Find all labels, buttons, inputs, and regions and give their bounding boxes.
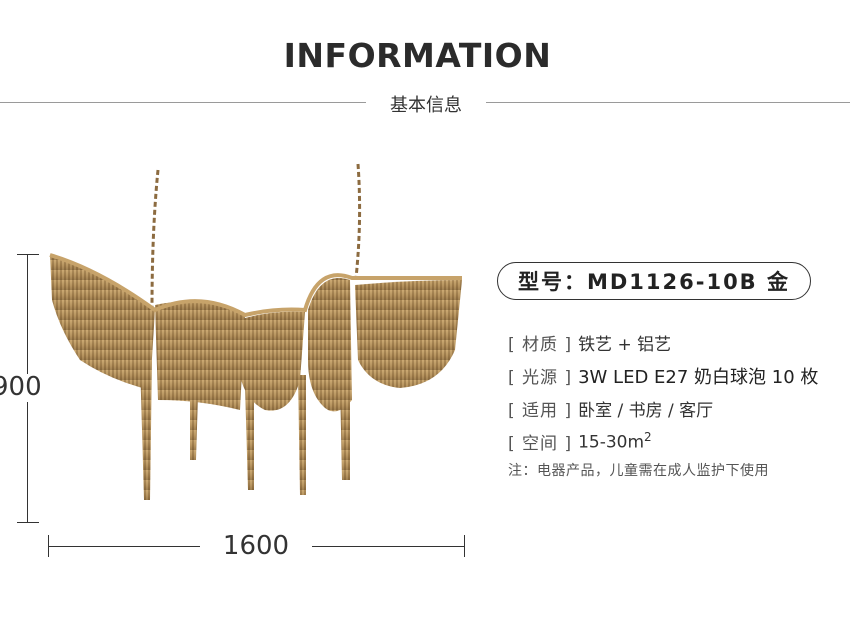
spec-value: 铁艺 + 铝艺 — [578, 335, 672, 355]
height-value: 900 — [0, 372, 42, 402]
section-subtitle: 基本信息 — [390, 95, 462, 116]
spec-space-value: 15-30m — [578, 432, 645, 453]
spec-space-exponent: 2 — [644, 430, 652, 445]
spec-suitable: [ 适用 ] 卧室 / 书房 / 客厅 — [508, 392, 818, 425]
width-value: 1600 — [222, 531, 290, 561]
spec-label: [ 光源 ] — [508, 368, 573, 388]
spec-space: [ 空间 ] 15-30m2 — [508, 425, 818, 458]
spec-material: [ 材质 ] 铁艺 + 铝艺 — [508, 326, 818, 359]
width-line-left — [48, 546, 200, 547]
spec-list: [ 材质 ] 铁艺 + 铝艺 [ 光源 ] 3W LED E27 奶白球泡 10… — [508, 326, 818, 458]
spec-value: 卧室 / 书房 / 客厅 — [578, 401, 714, 421]
height-line-top — [27, 254, 28, 374]
divider-left — [0, 102, 366, 103]
spec-label: [ 空间 ] — [508, 434, 573, 454]
width-cap-right — [464, 535, 465, 557]
divider-right — [486, 102, 850, 103]
safety-note: 注：电器产品，儿童需在成人监护下使用 — [508, 463, 769, 479]
spec-label: [ 材质 ] — [508, 335, 573, 355]
width-line-right — [312, 546, 464, 547]
model-text: 型号：MD1126-10B 金 — [517, 270, 791, 294]
spec-light-source: [ 光源 ] 3W LED E27 奶白球泡 10 枚 — [508, 359, 818, 392]
spec-value: 3W LED E27 奶白球泡 10 枚 — [578, 366, 819, 388]
height-line-bottom — [27, 402, 28, 522]
spec-label: [ 适用 ] — [508, 401, 573, 421]
page-title: INFORMATION — [283, 36, 552, 75]
spec-value: 15-30m2 — [578, 430, 652, 453]
height-cap-top — [17, 254, 39, 255]
height-cap-bottom — [17, 522, 39, 523]
chandelier-image — [49, 163, 462, 500]
model-badge: 型号：MD1126-10B 金 — [497, 262, 811, 300]
